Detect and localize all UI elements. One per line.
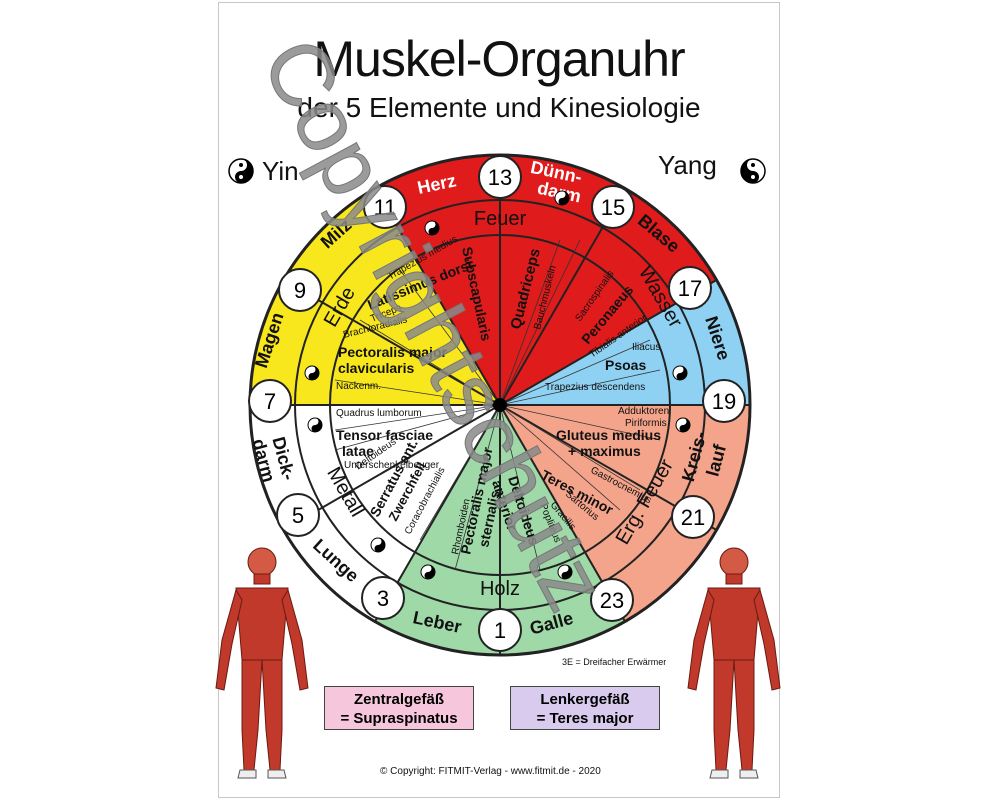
hour-11: 11 [374, 195, 397, 220]
element-feuer: Feuer [474, 208, 527, 230]
yin-yang-icon [228, 158, 254, 184]
copyright-icon: © [380, 766, 388, 777]
zentralgefaess-box: Zentralgefäß = Supraspinatus [324, 686, 474, 730]
muscle-trapezius-desc: Trapezius descendens [545, 382, 645, 393]
hour-3: 3 [377, 586, 389, 611]
zentral-muscle: = Supraspinatus [340, 710, 458, 727]
zentral-title: Zentralgefäß [353, 691, 444, 708]
hour-markers: 13 15 17 19 21 23 1 3 5 7 9 11 [248, 155, 746, 652]
hour-7: 7 [264, 389, 276, 414]
lenkergefaess-box: Lenkergefäß = Teres major [510, 686, 660, 730]
yang-label: Yang [658, 150, 717, 180]
feuer-sector [500, 155, 717, 405]
hour-15: 15 [601, 195, 625, 220]
muscle-nackenm: Nackenm. [336, 381, 381, 392]
lenker-title: Lenkergefäß [540, 691, 630, 708]
herz-sector [375, 155, 500, 405]
muscle-adduktoren: Adduktoren [618, 406, 669, 417]
muscle-psoas: Psoas [605, 357, 646, 373]
hour-1: 1 [494, 618, 506, 643]
hour-17: 17 [678, 276, 702, 301]
anatomy-figure-back [687, 547, 781, 779]
muscle-gluteus-maximus: + maximus [568, 443, 641, 459]
muscle-pect-clav-2: clavicularis [338, 360, 414, 376]
yin-label: Yin [262, 156, 299, 186]
muscle-piriformis: Piriformis [625, 418, 667, 429]
erg-feuer-sector [500, 405, 750, 622]
hour-19: 19 [712, 389, 736, 414]
hour-23: 23 [600, 588, 624, 613]
muscle-tensor-2: latae [342, 443, 374, 459]
muscle-iliacus: Iliacus [632, 342, 660, 353]
muscle-gluteus-medius: Gluteus medius [556, 427, 661, 443]
muscle-quadrus: Quadrus lumborum [336, 408, 422, 419]
footer-text: Copyright: FITMIT-Verlag - www.fitmit.de… [390, 766, 601, 777]
outer-ring [248, 153, 752, 657]
muscle-unterschenkelbeuger: Unterschenkelbeuger [344, 460, 440, 471]
anatomy-figure-front [215, 547, 309, 779]
metall-sector [250, 405, 500, 622]
hour-5: 5 [292, 503, 304, 528]
lenker-muscle: = Teres major [536, 710, 634, 727]
ring-yin-yang-icons [304, 190, 691, 580]
yin-yang-icon [740, 158, 766, 184]
page-title: Muskel-Organuhr [313, 31, 685, 87]
hour-13: 13 [488, 165, 512, 190]
element-holz: Holz [480, 578, 520, 600]
muscle-pect-clav-1: Pectoralis major [338, 344, 447, 360]
hour-21: 21 [681, 505, 705, 530]
muscle-tensor-1: Tensor fasciae [336, 427, 433, 443]
footer-copyright: © Copyright: FITMIT-Verlag - www.fitmit.… [380, 766, 601, 777]
page-subtitle: der 5 Elemente und Kinesiologie [297, 92, 701, 123]
hour-9: 9 [294, 278, 306, 303]
note-3e: 3E = Dreifacher Erwärmer [562, 657, 666, 667]
wasser-sector [500, 280, 750, 405]
